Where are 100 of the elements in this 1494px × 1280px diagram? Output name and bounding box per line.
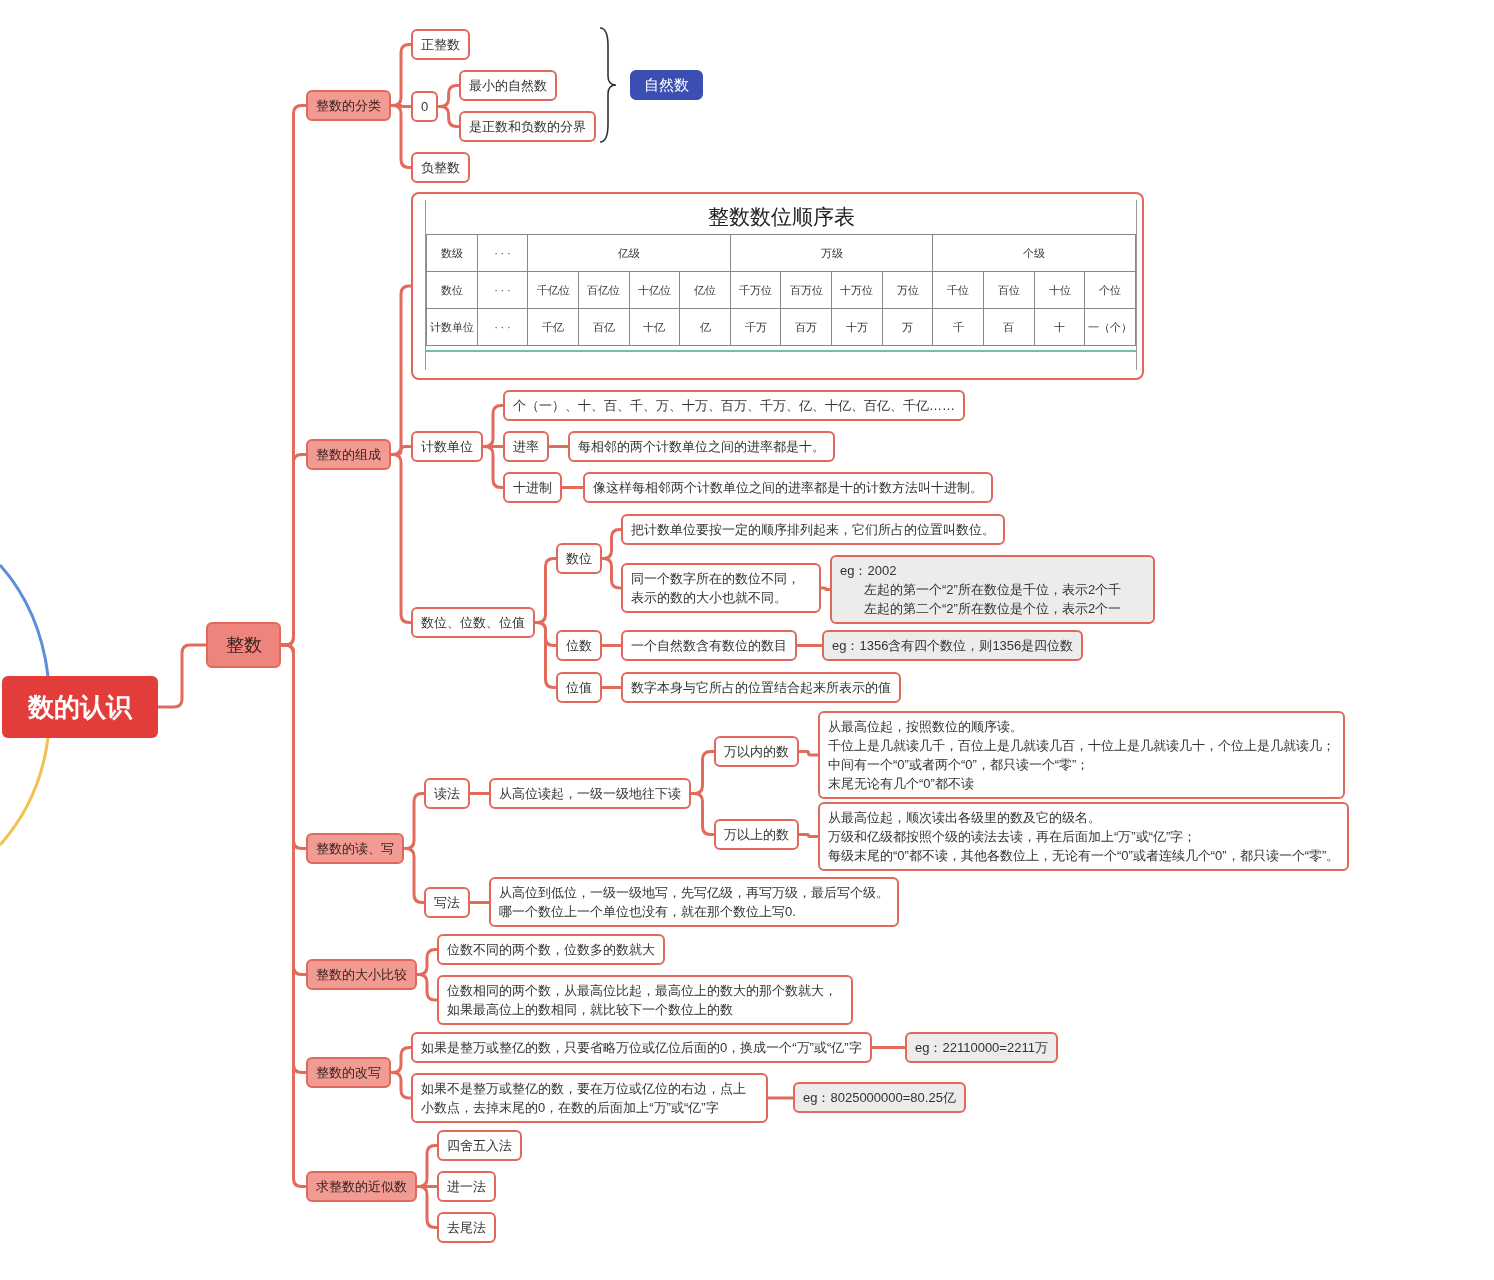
topic-text: 万以上的数 bbox=[724, 826, 789, 844]
example-box bbox=[822, 630, 1084, 661]
topic-text: 从最高位起，按照数位的顺序读。 bbox=[828, 718, 1024, 736]
topic-text: 整数的分类 bbox=[316, 97, 381, 115]
topic-text: 同一个数字所在的数位不同，表示的数的大小也就不同。 bbox=[631, 570, 801, 607]
branch-line bbox=[438, 105, 459, 128]
branch-line bbox=[799, 750, 818, 757]
topic-text: 一个自然数含有数位的数目 bbox=[631, 637, 787, 655]
example-box bbox=[830, 555, 1155, 624]
branch-line bbox=[0, 737, 50, 846]
table-title: 整数数位顺序表 bbox=[707, 204, 855, 231]
subtopic-box bbox=[489, 877, 899, 927]
branch-line bbox=[768, 1096, 793, 1100]
subtopic-box bbox=[424, 778, 470, 809]
branch-line bbox=[470, 792, 489, 795]
table-cell: 千 bbox=[932, 308, 984, 346]
example-box bbox=[793, 1082, 966, 1113]
main-topic bbox=[206, 622, 281, 668]
table-cell: 数级 bbox=[426, 234, 478, 272]
branch-line bbox=[482, 445, 504, 489]
table-cell: 百亿位 bbox=[578, 271, 630, 309]
table-cell: 十亿位 bbox=[629, 271, 680, 309]
topic-text: eg：2002 bbox=[840, 562, 898, 580]
table-cell: 亿 bbox=[679, 308, 731, 346]
branch-topic bbox=[306, 1171, 417, 1202]
branch-line bbox=[797, 644, 822, 647]
branch-topic bbox=[306, 833, 404, 864]
table-cell: 千万 bbox=[730, 308, 781, 346]
subtopic-box bbox=[459, 70, 557, 101]
subtopic-box bbox=[437, 934, 665, 965]
subtopic-box bbox=[424, 887, 470, 918]
subtopic-box bbox=[621, 514, 1005, 545]
table-cell: 千亿位 bbox=[527, 271, 579, 309]
topic-text: eg：1356含有四个数位，则1356是四位数 bbox=[832, 637, 1074, 655]
branch-line bbox=[403, 847, 425, 904]
subtopic-box bbox=[714, 736, 799, 767]
subtopic-box bbox=[411, 1073, 768, 1123]
topic-text: 进一法 bbox=[447, 1178, 486, 1196]
table-cell: 十 bbox=[1034, 308, 1085, 346]
topic-text: 整数的读、写 bbox=[316, 840, 394, 858]
topic-text: 把计数单位要按一定的顺序排列起来，它们所占的位置叫数位。 bbox=[631, 521, 995, 539]
table-cell: 十亿 bbox=[629, 308, 680, 346]
subtopic-box bbox=[556, 630, 602, 661]
subtopic-box bbox=[489, 778, 691, 809]
topic-text: 整数的改写 bbox=[316, 1064, 381, 1082]
topic-text: 数位、位数、位值 bbox=[421, 614, 525, 632]
topic-text: 十进制 bbox=[513, 479, 552, 497]
topic-text: 四舍五入法 bbox=[447, 1137, 512, 1155]
branch-line bbox=[601, 557, 622, 590]
topic-text: 读法 bbox=[434, 785, 460, 803]
subtopic-box bbox=[818, 802, 1350, 871]
table-cell: 数位 bbox=[426, 271, 478, 309]
branch-line bbox=[390, 453, 412, 624]
topic-text: 自然数 bbox=[644, 74, 689, 95]
topic-text: 是正数和负数的分界 bbox=[469, 118, 586, 136]
table-cell: 亿位 bbox=[679, 271, 731, 309]
topic-text: 正整数 bbox=[421, 36, 460, 54]
topic-text: 位数相同的两个数，从最高位比起，最高位上的数大的那个数就大，如果最高位上的数相同，就比较下一个数位上的数 bbox=[447, 982, 838, 1019]
subtopic-box bbox=[411, 607, 535, 638]
subtopic-box bbox=[411, 152, 470, 183]
subtopic-box bbox=[556, 672, 602, 703]
subtopic-box bbox=[459, 111, 596, 142]
table-cell: 亿级 bbox=[527, 234, 731, 272]
table-cell: 千万位 bbox=[730, 271, 781, 309]
subtopic-box bbox=[411, 29, 470, 60]
topic-text: 从高位读起，一级一级地往下读 bbox=[499, 785, 681, 803]
table-cell: 十万位 bbox=[831, 271, 883, 309]
branch-line bbox=[0, 564, 50, 677]
topic-text: eg：22110000=2211万 bbox=[915, 1039, 1048, 1057]
branch-topic bbox=[306, 90, 391, 121]
table-cell: 百 bbox=[983, 308, 1035, 346]
topic-text: 像这样每相邻两个计数单位之间的进率都是十的计数方法叫十进制。 bbox=[593, 479, 983, 497]
subtopic-box bbox=[621, 563, 821, 613]
subtopic-box bbox=[411, 91, 439, 122]
topic-text: 求整数的近似数 bbox=[316, 1178, 407, 1196]
table-cell: · · · bbox=[477, 308, 528, 346]
subtopic-box bbox=[714, 819, 799, 850]
table-cell: 一（个） bbox=[1084, 308, 1136, 346]
table-cell: 计数单位 bbox=[426, 308, 478, 346]
table-cell: 百万位 bbox=[781, 271, 832, 309]
topic-text: 从最高位起，顺次读出各级里的数及它的级名。 bbox=[828, 809, 1102, 827]
branch-line bbox=[799, 833, 818, 838]
example-box bbox=[905, 1032, 1058, 1063]
branch-line bbox=[602, 644, 621, 647]
branch-topic bbox=[306, 959, 417, 990]
topic-text: 整数的大小比较 bbox=[316, 966, 407, 984]
branch-topic bbox=[306, 439, 391, 470]
table-cell: 百万 bbox=[781, 308, 832, 346]
topic-text: 末尾无论有几个“0”都不读 bbox=[828, 775, 975, 793]
topic-text: 中间有一个“0”或者两个“0”，都只读一个“零”； bbox=[828, 756, 1091, 774]
subtopic-box bbox=[621, 630, 797, 661]
branch-line bbox=[871, 1046, 905, 1049]
table-cell: 十万 bbox=[831, 308, 883, 346]
branch-line bbox=[416, 973, 438, 1002]
topic-text: 数的认识 bbox=[28, 690, 132, 724]
table-cell: 百位 bbox=[983, 271, 1035, 309]
table-cell: 万级 bbox=[730, 234, 933, 272]
subtopic-box bbox=[437, 975, 853, 1025]
subtopic-box bbox=[437, 1130, 522, 1161]
topic-text: 个（一）、十、百、千、万、十万、百万、千万、亿、十亿、百亿、千亿…… bbox=[513, 397, 955, 415]
